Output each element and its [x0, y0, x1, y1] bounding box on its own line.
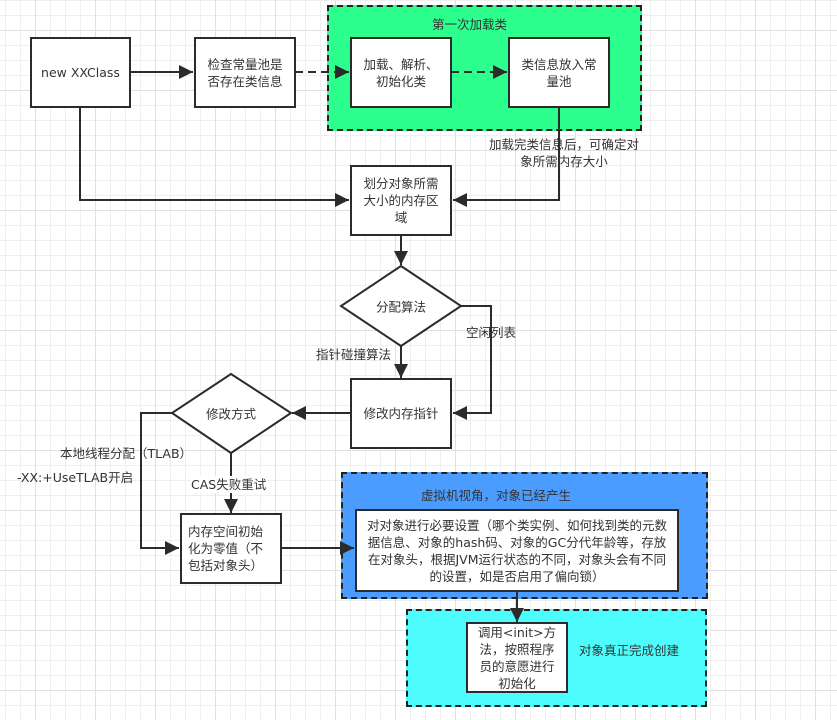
edge-label-after-load: 加载完类信息后，可确定对象所需内存大小: [488, 137, 639, 169]
node-modify-method[interactable]: 修改方式: [205, 406, 257, 422]
edge-method-tlab: [140, 412, 179, 555]
node-setup-object[interactable]: 对对象进行必要设置（哪个类实例、如何找到类的元数据信息、对象的hash码、对象的…: [355, 509, 679, 592]
edge-put-to-allocate: [453, 107, 560, 207]
diamond-alloc-algo-shape: [339, 264, 463, 348]
edge-algo-free-list: [453, 305, 492, 420]
node-new-class[interactable]: new XXClass: [30, 37, 131, 108]
node-modify-pointer[interactable]: 修改内存指针: [350, 378, 452, 449]
edge-label-bump-pointer: 指针碰撞算法: [316, 347, 392, 362]
edge-label-cas-retry: CAS失败重试: [191, 476, 267, 493]
node-load-class[interactable]: 加载、解析、初始化类: [350, 37, 452, 108]
edge-new-to-allocate: [79, 107, 349, 207]
group-init-title: 对象真正完成创建: [579, 643, 680, 658]
edge-label-free-list: 空闲列表: [466, 325, 517, 340]
node-alloc-algo[interactable]: 分配算法: [375, 299, 427, 315]
group-vm-view-title: 虚拟机视角，对象已经产生: [421, 488, 572, 503]
edge-label-tlab: 本地线程分配（TLAB）: [60, 446, 193, 461]
node-zero-init[interactable]: 内存空间初始化为零值（不包括对象头）: [180, 513, 282, 584]
group-first-load-title: 第一次加载类: [432, 17, 508, 32]
node-put-pool[interactable]: 类信息放入常量池: [508, 37, 610, 108]
node-check-pool[interactable]: 检查常量池是否存在类信息: [194, 37, 296, 108]
node-allocate-region[interactable]: 划分对象所需大小的内存区域: [350, 165, 452, 236]
edge-label-tlab-flag: -XX:+UseTLAB开启: [17, 470, 134, 485]
node-call-init[interactable]: 调用<init>方法，按照程序员的意愿进行初始化: [466, 622, 568, 693]
diamond-modify-method-shape: [170, 372, 293, 455]
